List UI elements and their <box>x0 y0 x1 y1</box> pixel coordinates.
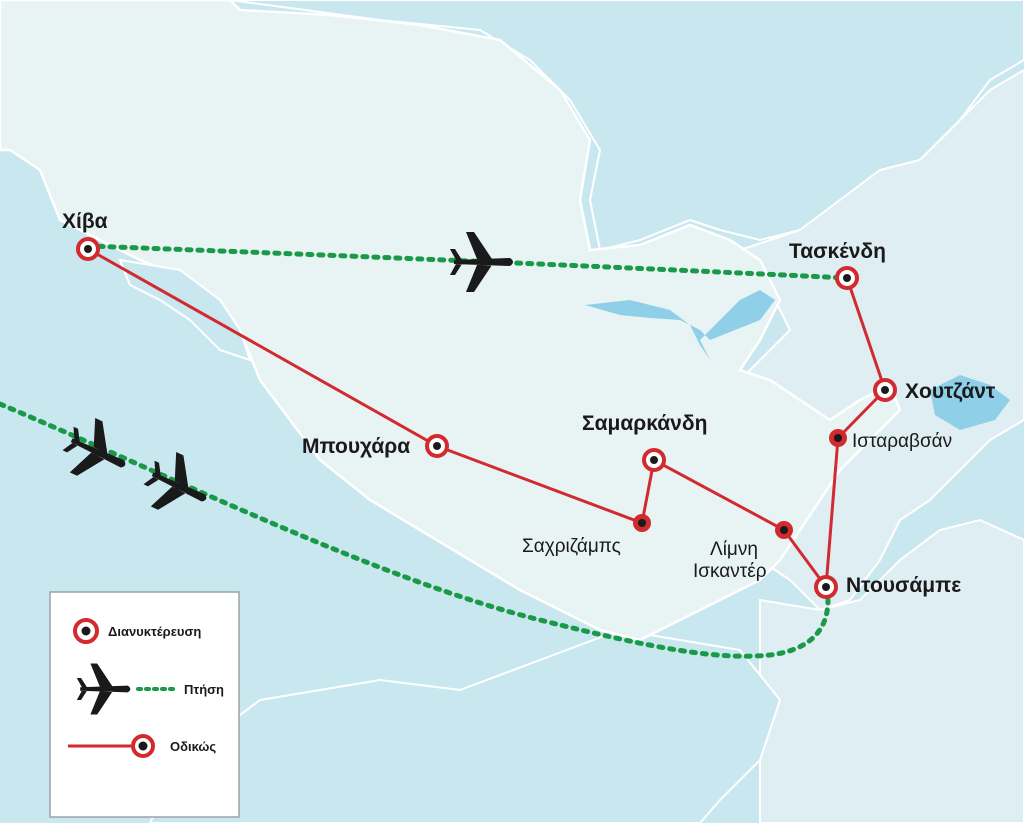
legend-label-flight: Πτήση <box>184 682 224 697</box>
airplane-icon <box>143 452 207 510</box>
place-label-samarkand: Σαμαρκάνδη <box>582 412 707 435</box>
target-ring-icon <box>131 734 155 758</box>
place-label-bukhara: Μπουχάρα <box>302 435 410 458</box>
lake <box>585 290 775 360</box>
place-label-tashkent: Τασκένδη <box>789 240 886 263</box>
airplane-icon <box>450 232 513 292</box>
place-label-dushanbe: Ντουσάμπε <box>846 574 961 597</box>
flight-route-khiva-tashkent <box>85 243 850 281</box>
legend-label-road: Οδικώς <box>170 739 216 754</box>
lake-east <box>930 375 1010 430</box>
target-ring-icon <box>873 378 897 402</box>
dot-icon <box>633 514 651 532</box>
target-ring-icon <box>73 618 99 644</box>
target-ring-icon <box>76 237 100 261</box>
flight-route-south <box>0 401 831 659</box>
dot-icon <box>829 429 847 447</box>
legend-label-overnight: Διανυκτέρευση <box>108 624 201 639</box>
place-label-iskander-lake-line2: Ισκαντέρ <box>693 561 767 582</box>
place-label-khiva: Χίβα <box>62 210 108 233</box>
target-ring-icon <box>425 434 449 458</box>
place-label-iskander-lake-line1: Λίμνη <box>710 539 758 560</box>
target-ring-icon <box>835 266 859 290</box>
target-ring-icon <box>642 448 666 472</box>
target-ring-icon <box>814 575 838 599</box>
legend: Διανυκτέρευση Πτήση Οδικώς <box>49 591 240 818</box>
place-label-khujand: Χουτζάντ <box>905 380 996 403</box>
land-north <box>229 0 1024 252</box>
place-label-istaravshan: Ισταραβσάν <box>852 431 952 452</box>
place-label-shakhrisabz: Σαχριζάμπς <box>522 536 621 557</box>
dot-icon <box>775 521 793 539</box>
airplane-icon <box>62 418 126 476</box>
airplane-icon <box>76 663 131 715</box>
land-southeast <box>759 518 1024 823</box>
